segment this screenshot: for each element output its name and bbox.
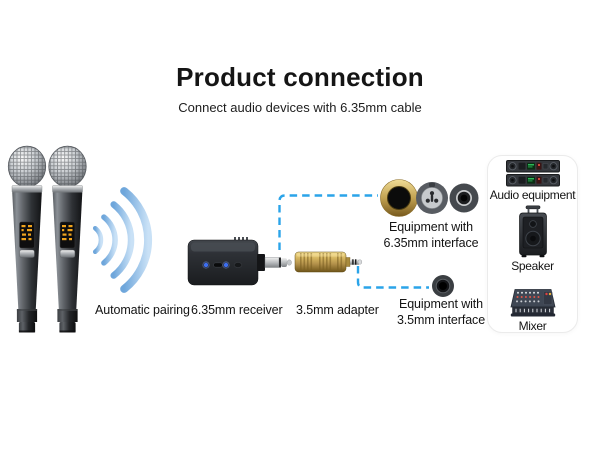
6-35mm-socket-icon [449,183,479,213]
automatic-pairing-label: Automatic pairing [95,303,190,317]
panel-item-audio-equipment: Audio equipment [488,160,577,202]
receiver-label: 6.35mm receiver [191,303,283,317]
panel-item-label: Mixer [518,319,547,333]
connection-line-to-35-interface [356,266,429,289]
panel-item-label: Speaker [511,259,554,273]
wireless-microphone-right [48,145,87,333]
equipment-35-label: Equipment with 3.5mm interface [396,297,486,327]
page-header: Product connection Connect audio devices… [0,62,600,115]
combo-xlr-jack-icon [416,182,448,214]
3-5mm-socket-icon [432,275,454,297]
wireless-microphone-left [7,145,47,333]
adapter-label: 3.5mm adapter [296,303,379,317]
equipment-635-label: Equipment with 6.35mm interface [383,220,479,250]
page-title: Product connection [176,62,424,92]
panel-item-mixer: Mixer [488,288,577,333]
receiver-device-icon [187,237,292,286]
connection-line-to-635-interface [278,194,378,250]
mixer-console-icon [509,289,556,317]
panel-item-label: Audio equipment [489,188,576,202]
6-35mm-gold-jack-icon [380,179,418,217]
gold-3-5mm-adapter-icon [294,251,362,273]
panel-item-speaker: Speaker [488,205,577,273]
rack-amplifier-icon [505,160,560,187]
page-subtitle: Connect audio devices with 6.35mm cable [178,100,422,115]
wireless-signal-waves-icon [92,187,153,293]
compatible-devices-panel: Audio equipment Speaker [487,155,578,333]
portable-speaker-icon [518,205,547,258]
